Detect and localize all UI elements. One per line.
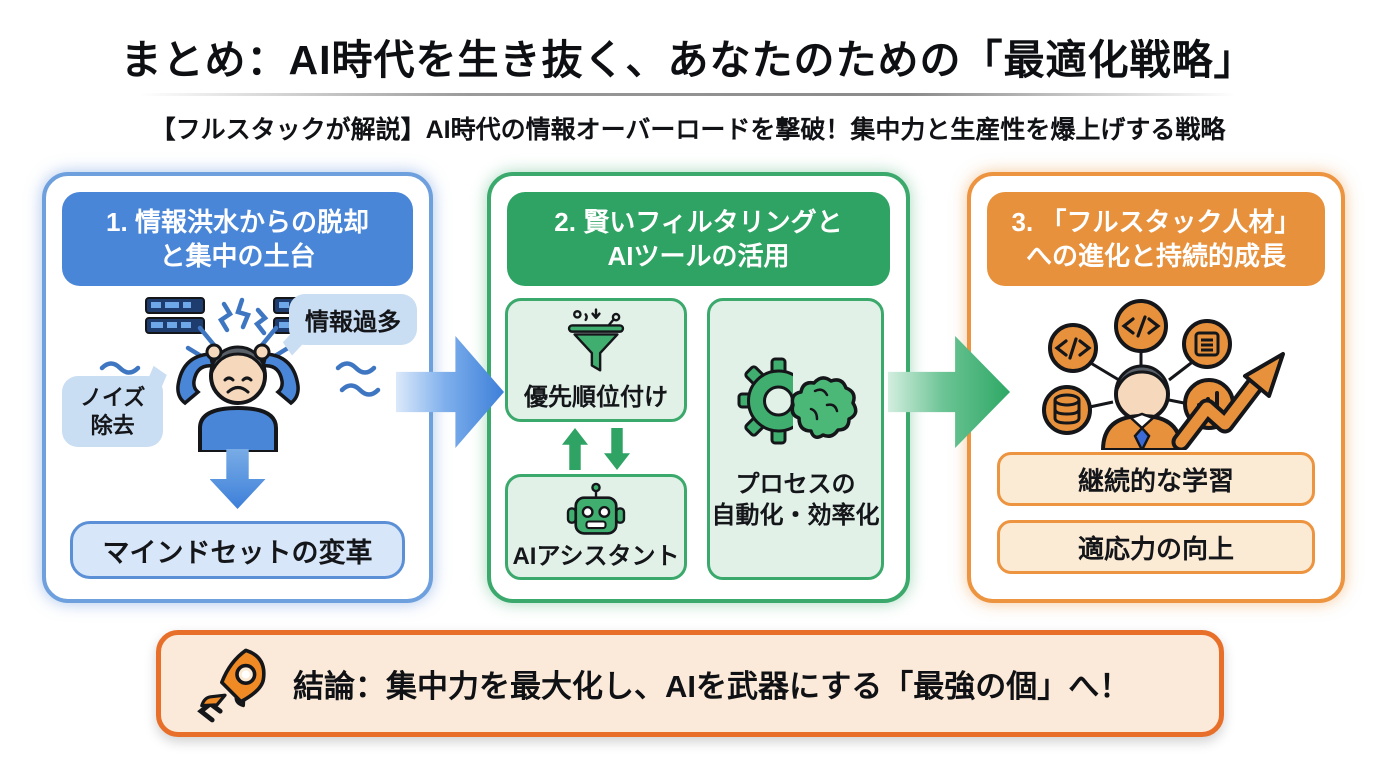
funnel-icon — [567, 308, 625, 372]
sad-face — [223, 376, 252, 394]
title-divider — [140, 93, 1236, 96]
up-arrow-icon — [562, 428, 588, 470]
priority-card-label: 優先順位付け — [524, 384, 668, 412]
section-header-3: 3. 「フルスタック人材」 への進化と持続的成長 — [987, 192, 1325, 286]
process-card-line1: プロセスの — [735, 470, 856, 498]
section-box-filtering-ai: 2. 賢いフィルタリングと AIツールの活用 優先順位付け — [487, 172, 910, 603]
conclusion-banner: 結論：集中力を最大化し、AIを武器にする「最強の個」へ！ — [156, 630, 1224, 737]
person — [1100, 364, 1184, 450]
section-header-3-line1: 3. 「フルスタック人材」 — [1011, 206, 1301, 237]
adaptability-pill: 適応力の向上 — [997, 520, 1315, 574]
robot-icon — [566, 483, 626, 536]
database-icon — [1053, 393, 1081, 425]
section-box-fullstack-growth: 3. 「フルスタック人材」 への進化と持続的成長 — [967, 172, 1345, 603]
continuous-learning-label: 継続的な学習 — [1077, 465, 1234, 496]
bubble-text-line1: ノイズ — [80, 385, 146, 410]
bubble-text: 情報過多 — [305, 309, 401, 336]
right-hand — [253, 343, 270, 361]
process-card-line2: 自動化・効率化 — [711, 502, 880, 529]
gear-brain-icon — [737, 357, 857, 445]
section-header-2-line2: AIツールの活用 — [607, 241, 790, 271]
section-header-1-line2: と集中の土台 — [159, 241, 316, 271]
page-title: まとめ：AI時代を生き抜く、あなたのための「最適化戦略」 — [120, 37, 1256, 83]
section-header-1: 1. 情報洪水からの脱却 と集中の土台 — [62, 192, 413, 286]
server-stack-icon — [144, 297, 205, 334]
speech-bubble-info-overload: 情報過多 — [289, 294, 417, 345]
section-header-3-line2: への進化と持続的成長 — [1025, 241, 1286, 271]
swap-arrows-icon — [505, 428, 687, 470]
section-header-2: 2. 賢いフィルタリングと AIツールの活用 — [507, 192, 890, 286]
rocket-icon — [197, 648, 266, 722]
conclusion-text: 結論：集中力を最大化し、AIを武器にする「最強の個」へ！ — [293, 669, 1131, 704]
document-icon — [1194, 331, 1220, 357]
page-subtitle: 【フルスタックが解説】AI時代の情報オーバーロードを撃破！集中力と生産性を爆上げ… — [150, 116, 1226, 144]
growth-arrow-icon — [1171, 352, 1285, 450]
section-header-2-line1: 2. 賢いフィルタリングと — [554, 206, 843, 237]
down-arrow-icon — [209, 449, 266, 509]
brain-folds — [809, 388, 838, 421]
process-card-label: プロセスの 自動化・効率化 — [712, 469, 880, 531]
mindset-pill-label: マインドセットの変革 — [102, 537, 373, 568]
bubble-text-line2: 除去 — [90, 412, 135, 438]
mindset-pill: マインドセットの変革 — [70, 521, 405, 579]
priority-card: 優先順位付け — [505, 298, 687, 422]
left-hand — [205, 343, 222, 361]
down-arrow-icon — [604, 428, 630, 470]
continuous-learning-pill: 継続的な学習 — [997, 452, 1315, 506]
speech-bubble-noise-removal: ノイズ 除去 — [62, 376, 164, 447]
fullstack-person-illustration — [971, 292, 1341, 450]
brain-half — [790, 376, 857, 439]
section-box-escape-infoflood: 1. 情報洪水からの脱却 と集中の土台 — [42, 172, 433, 603]
code-icon — [1121, 315, 1161, 338]
section-header-1-line1: 1. 情報洪水からの脱却 — [106, 206, 369, 237]
fullstack-person-icon — [1042, 299, 1285, 450]
right-arm — [260, 352, 300, 406]
torso — [197, 405, 278, 452]
left-arm — [175, 352, 215, 406]
ai-assistant-card: AIアシスタント — [505, 474, 687, 580]
code-icon — [1054, 337, 1092, 360]
adaptability-label: 適応力の向上 — [1077, 533, 1234, 564]
ai-assistant-card-label: AIアシスタント — [512, 543, 680, 571]
process-automation-card: プロセスの 自動化・効率化 — [707, 298, 884, 580]
